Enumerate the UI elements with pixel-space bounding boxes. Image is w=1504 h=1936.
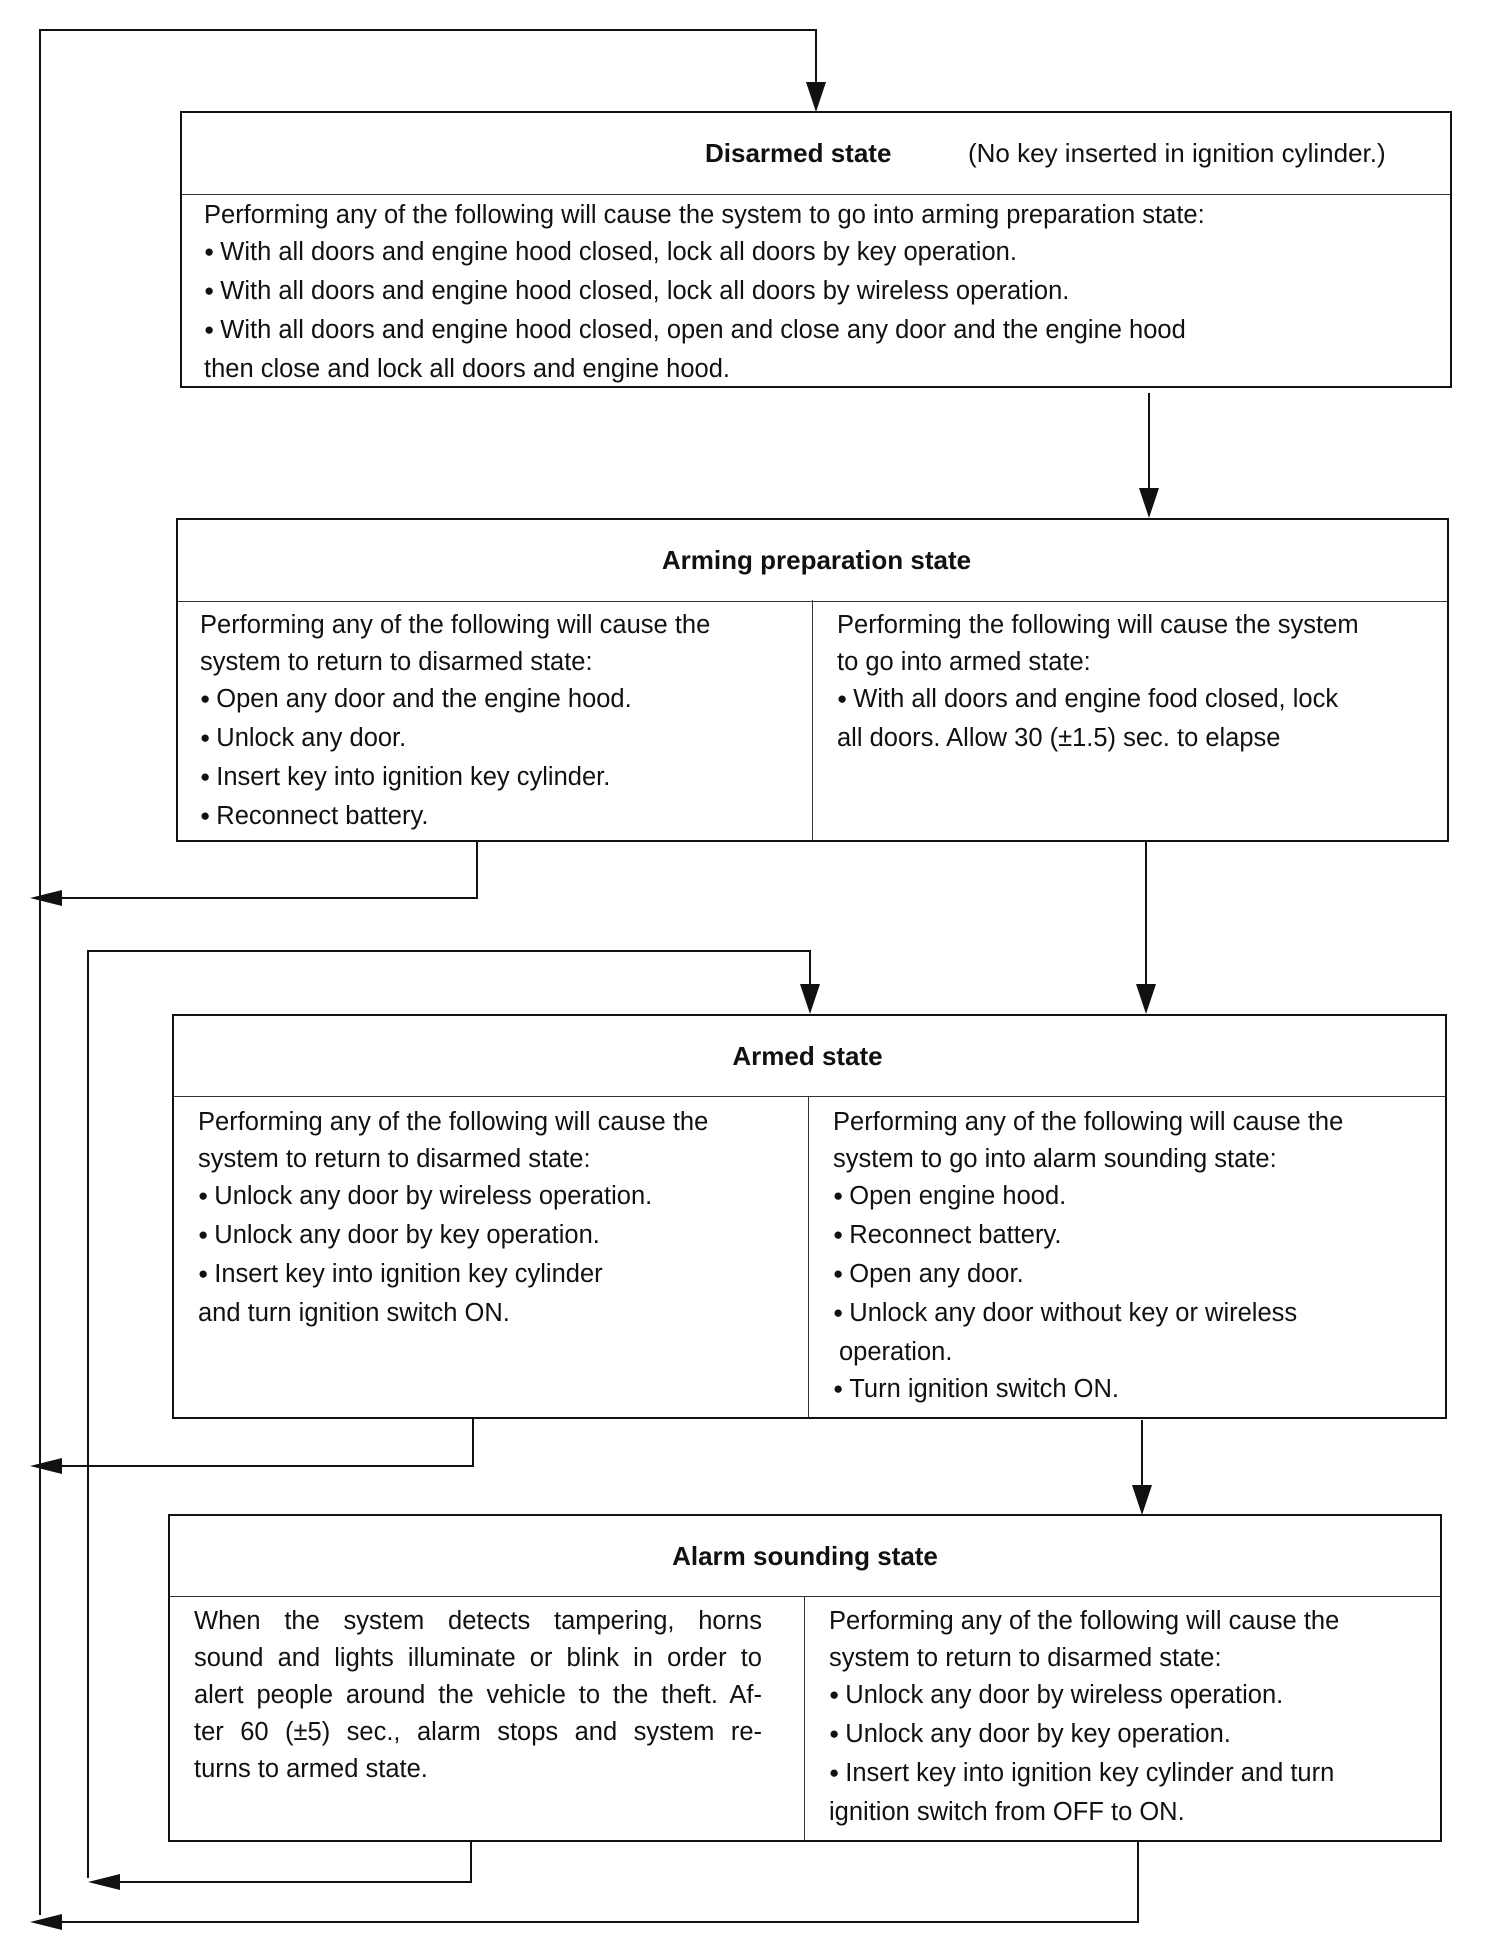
disarmed-body: Performing any of the following will cau… <box>204 197 1440 388</box>
arrowhead-left-2 <box>30 1458 62 1474</box>
armed-state-box: Armed state Performing any of the follow… <box>172 1014 1447 1419</box>
armed-right-intro-2: system to go into alarm sounding state: <box>833 1145 1277 1173</box>
alarm-left-line-4: ter 60 (±5) sec., alarm stops and system… <box>194 1718 762 1746</box>
disarmed-item-3: With all doors and engine hood closed, o… <box>204 312 1440 351</box>
arming-preparation-header: Arming preparation state <box>178 520 1447 602</box>
arrowhead-down-disarmed <box>806 82 826 112</box>
disarmed-header: Disarmed state (No key inserted in ignit… <box>182 113 1450 195</box>
arming-prep-left-item-1: Open any door and the engine hood. <box>200 681 810 720</box>
armed-right-item-5: Turn ignition switch ON. <box>833 1371 1445 1410</box>
armed-right-continuation: operation. <box>839 1338 953 1366</box>
arming-prep-right: Performing the following will cause the … <box>812 600 1447 840</box>
disarmed-intro: Performing any of the following will cau… <box>204 201 1205 229</box>
arming-prep-left-intro-1: Performing any of the following will cau… <box>200 611 711 639</box>
armed-right-item-4: Unlock any door without key or wireless <box>833 1295 1445 1334</box>
arrowhead-down-armed-right <box>1136 984 1156 1014</box>
alarm-left: When the system detects tampering, horns… <box>194 1603 762 1788</box>
armed-left-intro-2: system to return to disarmed state: <box>198 1145 591 1173</box>
alarm-right: Performing any of the following will cau… <box>804 1596 1440 1840</box>
flow-alarm-to-armed <box>104 1840 472 1883</box>
armed-right-item-1: Open engine hood. <box>833 1178 1445 1217</box>
arrowhead-left-3 <box>30 1914 62 1930</box>
arming-prep-left-intro-2: system to return to disarmed state: <box>200 648 593 676</box>
alarm-right-continuation: ignition switch from OFF to ON. <box>829 1798 1185 1826</box>
return-line-inner <box>87 950 811 1878</box>
armed-right: Performing any of the following will cau… <box>808 1096 1445 1417</box>
arrowhead-left-inner <box>88 1874 120 1890</box>
return-line-outer <box>39 29 817 1915</box>
alarm-sounding-box: Alarm sounding state When the system det… <box>168 1514 1442 1842</box>
arming-preparation-title: Arming preparation state <box>661 545 972 575</box>
arrowhead-down-arming <box>1139 488 1159 518</box>
armed-right-intro-1: Performing any of the following will cau… <box>833 1108 1344 1136</box>
alarm-right-item-3: Insert key into ignition key cylinder an… <box>829 1755 1440 1794</box>
armed-left-item-1: Unlock any door by wireless operation. <box>198 1178 808 1217</box>
disarmed-state-box: Disarmed state (No key inserted in ignit… <box>180 111 1452 388</box>
alarm-right-intro-1: Performing any of the following will cau… <box>829 1607 1340 1635</box>
alarm-left-line-5: turns to armed state. <box>194 1755 428 1783</box>
armed-right-item-3: Open any door. <box>833 1256 1445 1295</box>
arrowhead-left-1 <box>30 890 62 906</box>
arming-prep-right-item-1: With all doors and engine food closed, l… <box>837 681 1447 720</box>
armed-left-item-3: Insert key into ignition key cylinder <box>198 1256 808 1295</box>
arming-prep-left-item-4: Reconnect battery. <box>200 798 810 837</box>
alarm-left-line-3: alert people around the vehicle to the t… <box>194 1681 762 1709</box>
alarm-sounding-header: Alarm sounding state <box>170 1516 1440 1597</box>
alarm-left-line-2: sound and lights illuminate or blink in … <box>194 1644 762 1672</box>
armed-header: Armed state <box>174 1016 1445 1097</box>
disarmed-item-1: With all doors and engine hood closed, l… <box>204 234 1440 273</box>
armed-title: Armed state <box>732 1040 883 1071</box>
disarmed-note: (No key inserted in ignition cylinder.) <box>968 138 1386 168</box>
disarmed-continuation: then close and lock all doors and engine… <box>204 355 730 383</box>
arming-prep-right-item-1-cont: all doors. Allow 30 (±1.5) sec. to elaps… <box>837 724 1281 752</box>
disarmed-item-2: With all doors and engine hood closed, l… <box>204 273 1440 312</box>
flow-arming-to-disarmed <box>55 840 478 899</box>
arming-prep-left: Performing any of the following will cau… <box>200 607 810 837</box>
flow-armed-to-disarmed <box>55 1418 474 1467</box>
flow-alarm-to-disarmed <box>55 1842 1139 1923</box>
armed-left-intro-1: Performing any of the following will cau… <box>198 1108 709 1136</box>
arming-preparation-box: Arming preparation state Performing any … <box>176 518 1449 842</box>
armed-right-item-2: Reconnect battery. <box>833 1217 1445 1256</box>
arming-prep-right-intro-2: to go into armed state: <box>837 648 1091 676</box>
alarm-sounding-title: Alarm sounding state <box>672 1540 938 1571</box>
armed-left-continuation: and turn ignition switch ON. <box>198 1299 510 1327</box>
arming-prep-left-item-2: Unlock any door. <box>200 720 810 759</box>
armed-left: Performing any of the following will cau… <box>198 1104 808 1332</box>
alarm-left-line-1: When the system detects tampering, horns <box>194 1607 762 1635</box>
alarm-right-item-2: Unlock any door by key operation. <box>829 1716 1440 1755</box>
arrowhead-down-armed-left <box>800 984 820 1014</box>
arming-prep-right-intro-1: Performing the following will cause the … <box>837 611 1359 639</box>
alarm-right-intro-2: system to return to disarmed state: <box>829 1644 1222 1672</box>
arming-prep-left-item-3: Insert key into ignition key cylinder. <box>200 759 810 798</box>
armed-left-item-2: Unlock any door by key operation. <box>198 1217 808 1256</box>
disarmed-title: Disarmed state <box>705 138 892 168</box>
arrowhead-down-alarm <box>1132 1485 1152 1515</box>
alarm-right-item-1: Unlock any door by wireless operation. <box>829 1677 1440 1716</box>
